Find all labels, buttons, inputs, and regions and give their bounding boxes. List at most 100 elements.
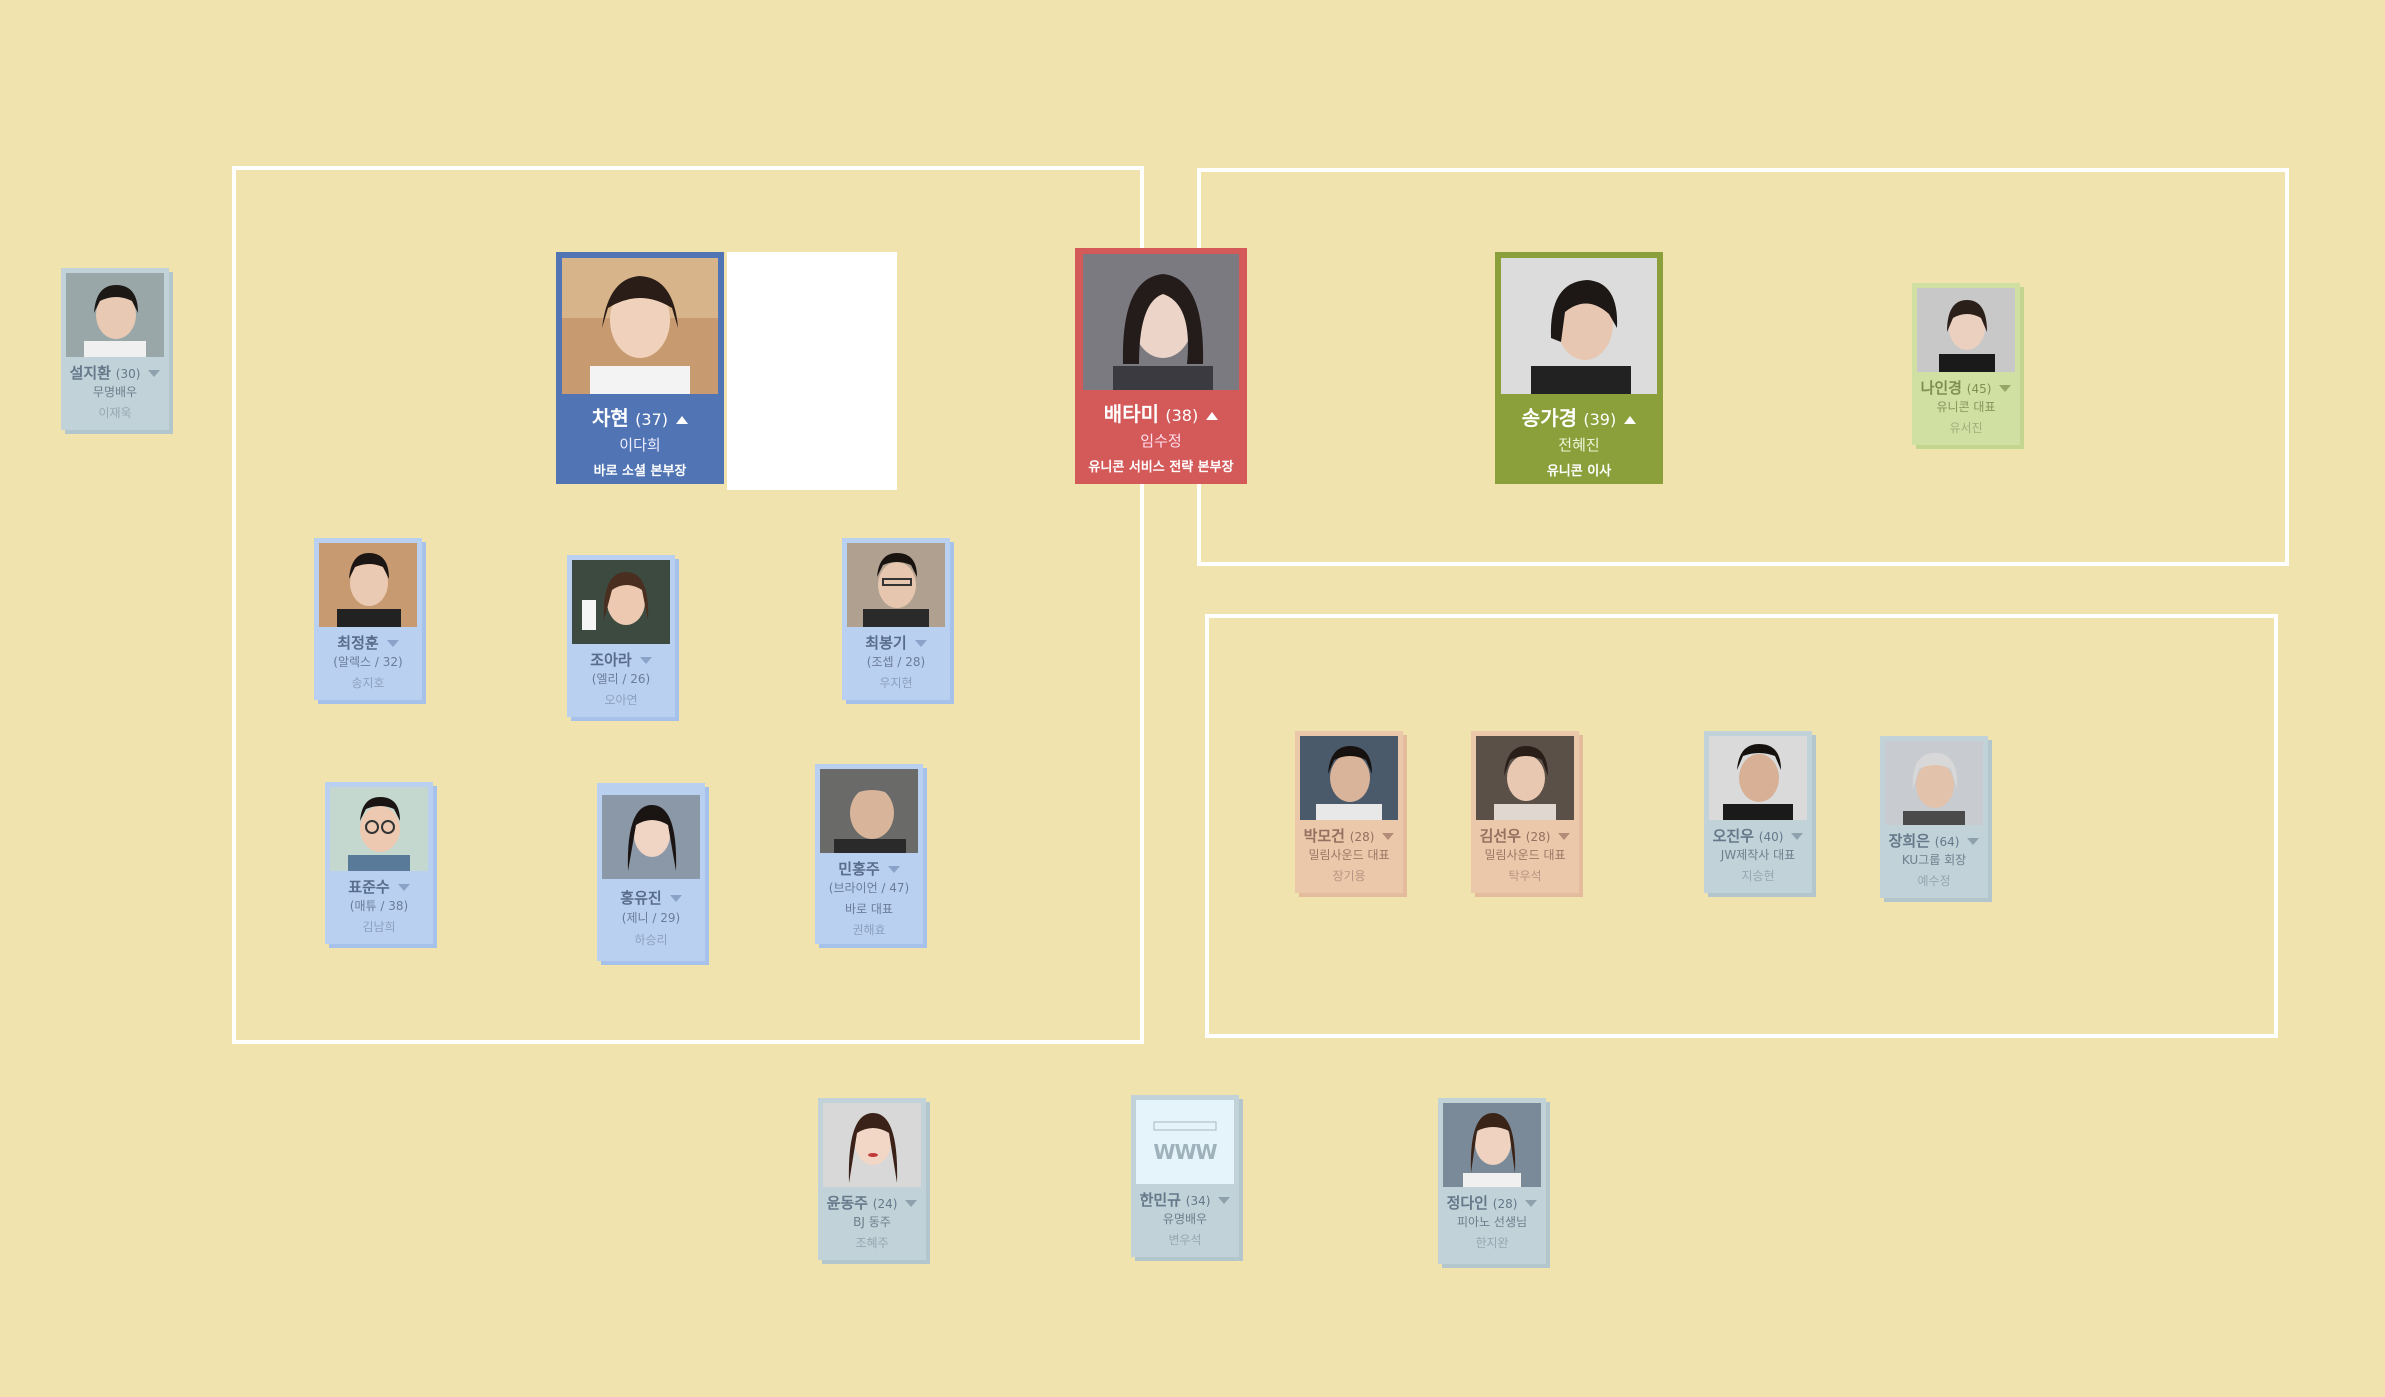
portrait-icon [66,273,164,357]
character-card-song-gakyung[interactable]: 송가경 (39) 전혜진 유니콘 이사 [1495,252,1663,484]
actor-name: 유서진 [1949,421,1983,435]
character-role: 바로 소셜 본부장 [593,464,687,479]
actor-name: 전혜진 [1558,436,1600,454]
portrait-icon [330,787,428,871]
expand-caret-icon[interactable] [1967,838,1980,845]
character-role: 피아노 선생님 [1456,1215,1528,1229]
actor-name: 권해효 [852,923,886,937]
character-age: (45) [1966,382,1992,396]
expand-caret-icon[interactable] [1206,411,1219,420]
portrait-icon [562,258,718,394]
actor-name: 송지호 [351,676,385,690]
portrait-icon [1300,736,1398,820]
character-name: 박모건 [1303,827,1345,845]
expand-caret-icon[interactable] [887,866,900,873]
character-name: 윤동주 [826,1194,868,1212]
character-role: 무명배우 [92,385,138,399]
baro-group-box [232,166,1144,1044]
character-age: (40) [1758,830,1784,844]
character-role: BJ 동주 [853,1215,891,1229]
expand-caret-icon[interactable] [386,640,399,647]
expand-caret-icon[interactable] [676,415,688,424]
character-card-kim-seonwoo[interactable]: 김선우 (28) 밀림사운드 대표 탁우석 [1471,731,1579,893]
character-card-seol-jihwan[interactable]: 설지환 (30) 무명배우 이재욱 [61,268,169,430]
character-card-jo-ara[interactable]: 조아라 (엘리 / 26) 오아연 [567,555,675,717]
character-role: 유니콘 이사 [1546,464,1612,479]
expand-caret-icon[interactable] [1382,833,1395,840]
expand-caret-icon[interactable] [1999,385,2012,392]
character-card-pyo-junsu[interactable]: 표준수 (매튜 / 38) 김남희 [325,782,433,944]
character-card-jang-huieun[interactable]: 장희은 (64) KU그룹 회장 예수정 [1880,736,1988,898]
actor-name: 조혜주 [855,1236,889,1250]
character-role: KU그룹 회장 [1901,853,1967,867]
character-age: (38) [1165,406,1199,425]
character-card-choi-jeonghun[interactable]: 최정훈 (알렉스 / 32) 송지호 [314,538,422,700]
character-name: 최정훈 [337,634,379,652]
character-age: (28) [1349,830,1375,844]
character-age: (30) [115,367,141,381]
character-card-min-hongju[interactable]: 민홍주 (브라이언 / 47) 바로 대표 권해효 [815,764,923,944]
expand-caret-icon[interactable] [905,1200,918,1207]
character-name: 한민규 [1139,1191,1181,1209]
expand-caret-icon[interactable] [639,657,652,664]
portrait-icon [1885,741,1983,825]
character-name: 최봉기 [865,634,907,652]
expand-caret-icon[interactable] [669,895,682,902]
character-age: (24) [872,1197,898,1211]
character-name: 차현 [591,406,629,430]
actor-name: 김남희 [362,920,396,934]
actor-name: 한지완 [1475,1236,1509,1250]
other-group-box [1205,614,2278,1038]
portrait-icon [602,795,700,879]
character-name: 설지환 [69,364,111,382]
portrait-icon [572,560,670,644]
character-name: 송가경 [1521,406,1577,430]
character-card-cha-hyun[interactable]: 차현 (37) 이다희 바로 소셜 본부장 [556,252,724,484]
character-alias: (제니 / 29) [621,911,681,925]
character-role: JW제작사 대표 [1720,848,1796,862]
logo-text: WWW [1153,1140,1217,1164]
character-card-na-ingyeong[interactable]: 나인경 (45) 유니콘 대표 유서진 [1912,283,2020,445]
character-card-yun-dongju[interactable]: 윤동주 (24) BJ 동주 조혜주 [818,1098,926,1260]
character-card-bae-tami[interactable]: 배타미 (38) 임수정 유니콘 서비스 전략 본부장 [1075,248,1247,484]
character-name: 배타미 [1103,402,1159,426]
character-role: 밀림사운드 대표 [1484,848,1566,862]
expand-caret-icon[interactable] [1791,833,1804,840]
character-alias: (브라이언 / 47) [828,881,910,895]
character-name: 표준수 [348,878,390,896]
expand-caret-icon[interactable] [397,884,410,891]
actor-name: 지승현 [1741,869,1775,883]
expand-caret-icon[interactable] [1624,415,1637,424]
character-name: 장희은 [1888,832,1930,850]
character-role: 유명배우 [1162,1212,1208,1226]
portrait-icon [1083,254,1239,390]
character-name: 오진우 [1712,827,1754,845]
character-role: 유니콘 서비스 전략 본부장 [1088,460,1234,475]
actor-name: 이재욱 [98,406,132,420]
character-name: 조아라 [590,651,632,669]
unicorn-group-box [1197,168,2289,566]
expand-caret-icon[interactable] [1218,1197,1231,1204]
actor-name: 탁우석 [1508,869,1542,883]
expand-caret-icon[interactable] [148,370,161,377]
character-alias: (매튜 / 38) [349,899,409,913]
character-card-park-mogeon[interactable]: 박모건 (28) 밀림사운드 대표 장기용 [1295,731,1403,893]
expand-caret-icon[interactable] [914,640,927,647]
actor-name: 변우석 [1168,1233,1202,1247]
expand-caret-icon[interactable] [1525,1200,1538,1207]
character-card-hong-yujin[interactable]: 홍유진 (제니 / 29) 하승리 [597,783,705,961]
character-age: (37) [635,410,668,429]
blank-panel [727,252,897,490]
portrait-icon [1501,258,1657,394]
character-card-han-mingyu[interactable]: WWW 한민규 (34) 유명배우 변우석 [1131,1095,1239,1257]
expand-caret-icon[interactable] [1558,833,1571,840]
character-name: 홍유진 [620,889,662,907]
character-role: 유니콘 대표 [1936,400,1996,414]
portrait-icon [319,543,417,627]
character-name: 나인경 [1920,379,1962,397]
character-age: (28) [1525,830,1551,844]
portrait-icon [1917,288,2015,372]
character-card-oh-jinwoo[interactable]: 오진우 (40) JW제작사 대표 지승현 [1704,731,1812,893]
character-card-choi-bonggi[interactable]: 최봉기 (조셉 / 28) 우지현 [842,538,950,700]
character-card-jeong-dain[interactable]: 정다인 (28) 피아노 선생님 한지완 [1438,1098,1546,1264]
